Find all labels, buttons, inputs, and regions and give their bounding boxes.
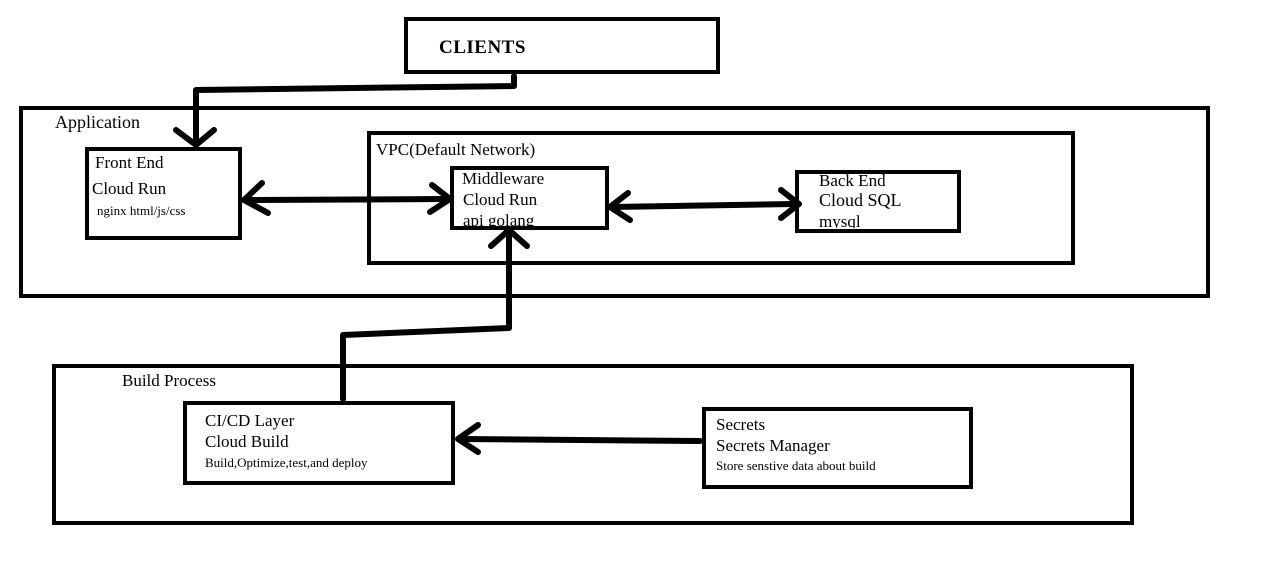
arrowhead-middleware-right (427, 182, 453, 215)
arrowhead-backend-right (778, 187, 802, 221)
frontend-box (85, 147, 242, 240)
backend-line2: Cloud SQL (819, 190, 902, 210)
application-title: Application (55, 112, 140, 132)
application-container (19, 106, 1210, 298)
secrets-box (702, 407, 973, 489)
middleware-line3: api golang (463, 212, 535, 227)
backend-line3: mysql (819, 213, 861, 228)
frontend-line1: Front End (95, 153, 164, 172)
clients-box (404, 17, 720, 74)
secrets-line3: Store senstive data about build (716, 458, 876, 473)
secrets-line2: Secrets Manager (716, 436, 830, 455)
clients-label: CLIENTS (439, 37, 526, 58)
arrow-cicd-to-middleware (340, 233, 512, 402)
build-title: Build Process (122, 371, 216, 390)
arrow-clients-to-frontend (193, 73, 517, 143)
arrowhead-middleware-left (607, 190, 633, 223)
cicd-line3: Build,Optimize,test,and deploy (205, 455, 368, 470)
middleware-line2: Cloud Run (463, 190, 538, 209)
arrowhead-cicd-left (455, 422, 481, 455)
middleware-line1: Middleware (462, 169, 545, 188)
arrow-secrets-to-cicd (457, 436, 703, 444)
arrow-middleware-backend (607, 201, 798, 210)
build-container (52, 364, 1134, 525)
vpc-title: VPC(Default Network) (376, 140, 536, 159)
backend-line1: Back End (819, 172, 886, 187)
frontend-line2: Cloud Run (92, 179, 167, 198)
cicd-box (183, 401, 455, 485)
arrowhead-middleware-up (488, 227, 530, 249)
frontend-line3: nginx html/js/css (97, 203, 186, 218)
cicd-line1: CI/CD Layer (205, 411, 295, 430)
secrets-line1: Secrets (716, 415, 766, 434)
arrowhead-frontend-down (173, 127, 217, 148)
cicd-line2: Cloud Build (205, 432, 289, 451)
arrow-frontend-middleware (241, 196, 449, 203)
arrowhead-frontend-left (241, 180, 271, 216)
